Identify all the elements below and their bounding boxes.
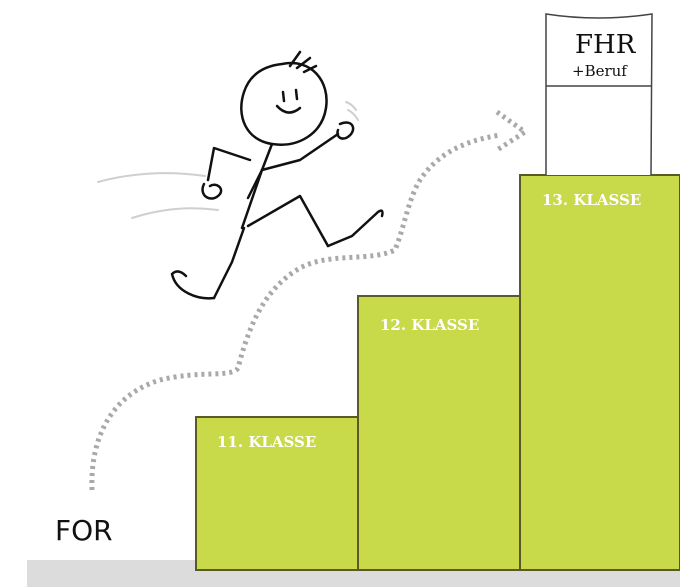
- dotted-arrow-head: [495, 109, 530, 153]
- step-11-label: 11. KLASSE: [217, 433, 316, 451]
- step-11-block: [195, 416, 359, 571]
- step-13-block: [519, 174, 680, 571]
- goal-flag-outline: [545, 13, 653, 176]
- goal-flag: FHR +Beruf: [545, 13, 653, 176]
- dotted-path: [89, 132, 501, 491]
- goal-subtitle: +Beruf: [572, 62, 628, 80]
- step-13-label: 13. KLASSE: [542, 191, 641, 209]
- motion-lines-icon: [97, 101, 359, 219]
- step-12-block: [357, 295, 521, 571]
- start-label: FOR: [55, 514, 113, 547]
- goal-title: FHR: [575, 30, 637, 60]
- step-12-label: 12. KLASSE: [380, 316, 479, 334]
- dotted-arrow-path-icon: [89, 109, 530, 491]
- running-stick-figure-icon: [170, 50, 384, 300]
